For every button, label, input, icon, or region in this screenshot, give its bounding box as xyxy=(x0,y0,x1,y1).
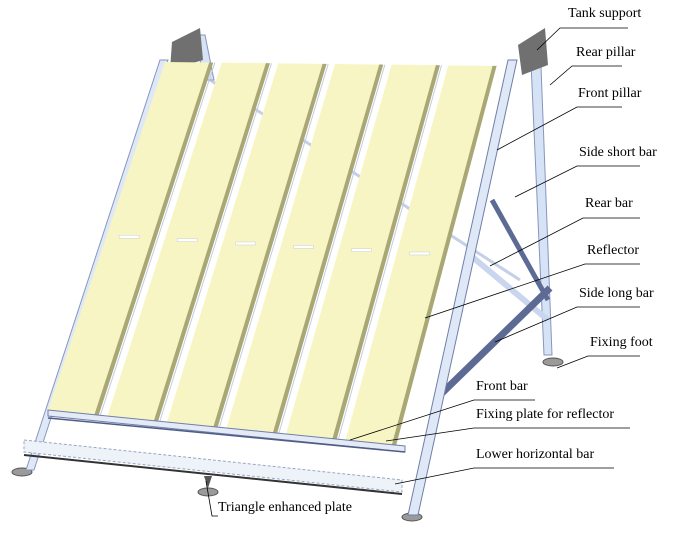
label-side-long-bar: Side long bar xyxy=(579,286,654,301)
label-rear-bar: Rear bar xyxy=(585,196,633,211)
vacuum-tube-gap xyxy=(159,63,273,422)
front-bar xyxy=(47,417,406,453)
reflector-edge xyxy=(153,63,270,422)
label-triangle-enhanced-plate: Triangle enhanced plate xyxy=(218,500,352,515)
vacuum-tube-gap xyxy=(99,62,216,416)
rear-bar xyxy=(468,252,550,323)
label-reflector: Reflector xyxy=(587,243,640,258)
clip-marker xyxy=(235,241,256,246)
triangle-enhanced-plate xyxy=(204,476,212,488)
fixing-foot xyxy=(11,357,564,522)
tank-support xyxy=(170,28,548,75)
label-front-pillar: Front pillar xyxy=(578,86,642,101)
clip-marker xyxy=(409,251,430,256)
reflector-edge xyxy=(94,62,214,416)
clip-marker xyxy=(118,235,140,239)
side-long-bar xyxy=(437,285,553,398)
clip-marker xyxy=(176,238,198,242)
label-fixing-foot: Fixing foot xyxy=(590,335,653,350)
reflector-edge xyxy=(213,63,327,428)
label-front-bar: Front bar xyxy=(476,379,528,394)
label-tank-support: Tank support xyxy=(568,6,642,21)
label-fixing-plate: Fixing plate for reflector xyxy=(476,407,615,422)
reflector-edge xyxy=(332,65,440,440)
reflector-edge xyxy=(272,64,384,434)
leader-lines xyxy=(205,27,640,517)
label-side-short-bar: Side short bar xyxy=(579,145,657,160)
clip-marker xyxy=(351,248,372,252)
clip-marker xyxy=(293,245,314,249)
lower-horizontal-bar xyxy=(23,439,403,495)
reflector-edge xyxy=(391,65,497,446)
vacuum-tube-gap xyxy=(218,63,329,428)
label-lower-horizontal-bar: Lower horizontal bar xyxy=(476,447,595,462)
vacuum-tube-gap xyxy=(278,64,386,434)
label-rear-pillar: Rear pillar xyxy=(576,45,636,60)
vacuum-tube-gap xyxy=(337,65,443,440)
side-short-bar xyxy=(489,198,551,302)
reflector-group xyxy=(48,62,497,446)
